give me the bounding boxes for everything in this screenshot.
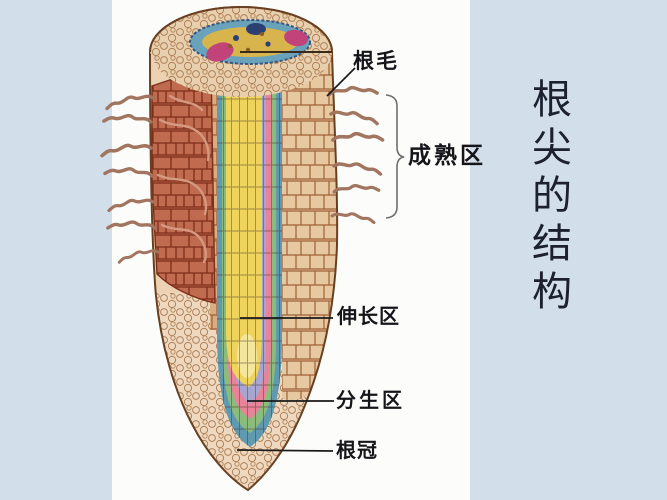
slide-title: 根尖的结构 <box>525 78 571 318</box>
root-hair-pointer-line <box>326 67 356 97</box>
label-elongation-zone: 伸长区 <box>337 304 400 328</box>
pointer-lines <box>236 67 356 452</box>
label-maturation-zone: 成熟区 <box>408 142 486 169</box>
label-root-cap: 根冠 <box>336 438 378 462</box>
cross-section-disc <box>149 6 333 97</box>
maturation-bracket <box>385 94 405 219</box>
root-cap-pointer-line <box>236 449 334 452</box>
vascular-strips <box>217 42 282 447</box>
label-root-hair: 根毛 <box>353 48 399 73</box>
cortex-strip <box>210 58 219 330</box>
label-meristem-zone: 分生区 <box>336 388 405 412</box>
cut-surface <box>151 65 216 304</box>
epidermis-wall <box>282 52 338 400</box>
